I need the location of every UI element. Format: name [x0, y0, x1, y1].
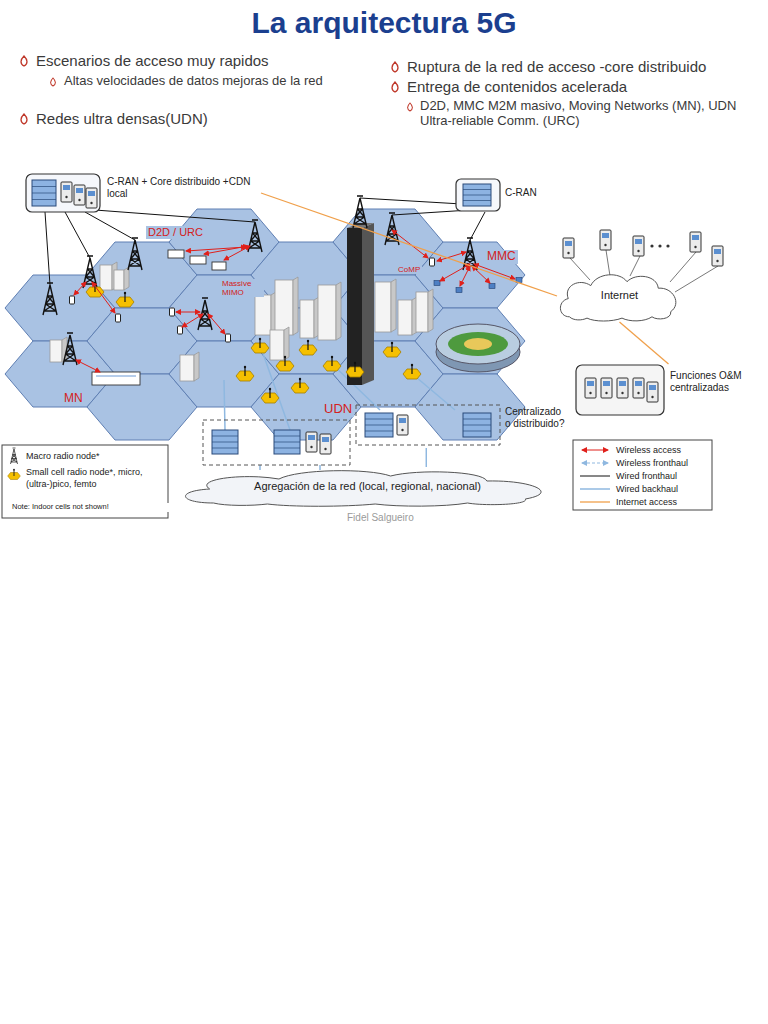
backhaul-wires [224, 345, 455, 470]
node-text: Funciones O&M centralizadas [670, 370, 758, 393]
connector [426, 448, 428, 467]
connector [620, 322, 669, 364]
node-text: Centralizado o distribuido? [505, 406, 567, 429]
legend-text: Wireless access [616, 444, 681, 456]
equipment-icon [355, 402, 503, 448]
macro-towers [43, 196, 477, 365]
aggregation-site-left [203, 420, 350, 465]
legend-text: Wireless fronthaul [616, 457, 688, 469]
user-devices [70, 258, 523, 342]
legend-text: Internet access [616, 496, 677, 508]
bullet-text: Ruptura de la red de acceso -core distri… [407, 58, 762, 75]
wireless-access-arrows [74, 230, 515, 372]
equipment-icon [25, 172, 101, 214]
city-buildings [50, 262, 433, 381]
watermark: Fidel Salgueiro [345, 512, 416, 524]
c-ran-site: C-RAN [455, 178, 545, 212]
bullet-text: Entrega de contenidos acelerada [407, 78, 762, 95]
bullet-text: Redes ultra densas(UDN) [36, 110, 336, 127]
legend-text: Small cell radio node*, micro, (ultra-)p… [26, 466, 164, 490]
scenario-label: Massive MIMO [220, 279, 264, 297]
node-text: Agregación de la red (local, regional, n… [210, 480, 525, 493]
c-ran-site: C-RAN + Core distribuido +CDN local [25, 172, 261, 214]
bullet-text: Escenarios de acceso muy rapidos [36, 52, 366, 69]
scenario-label: MN [62, 392, 85, 406]
equipment-icon [575, 364, 665, 416]
scenario-label: MMC [485, 250, 518, 264]
bullet-text: D2D, MMC M2M masivo, Moving Networks (MN… [420, 99, 750, 129]
equipment-icon [455, 178, 501, 212]
legend-text: Macro radio node* [26, 450, 100, 462]
om-functions-box: Funciones O&M centralizadas [575, 364, 762, 416]
bullet-text: Altas velocidades de datos mejoras de la… [64, 74, 349, 89]
scenario-label: UDN [322, 402, 354, 417]
legend-text: Wired backhaul [616, 483, 678, 495]
aggregation-cloud: Agregación de la red (local, regional, n… [175, 467, 560, 507]
node-text: C-RAN [505, 187, 537, 199]
stadium [436, 324, 520, 372]
legend-text: Wired fronthaul [616, 470, 677, 482]
vehicles [92, 250, 226, 385]
title-text: La arquitectura 5G [0, 6, 768, 41]
node-text: Internet [592, 289, 647, 302]
internet-cloud: Internet [557, 270, 682, 322]
scenario-label: D2D / URC [146, 226, 205, 239]
note-text: Note: Indoor cells not shown! [10, 503, 169, 512]
aggregation-site-box: Centralizado o distribuido? [355, 402, 571, 448]
legend-frames [2, 440, 712, 518]
tall-tower-building [347, 223, 374, 385]
scenario-label: CoMP [396, 265, 422, 274]
connector [261, 193, 557, 296]
small-cells [86, 282, 421, 403]
node-text: C-RAN + Core distribuido +CDN local [107, 176, 257, 199]
